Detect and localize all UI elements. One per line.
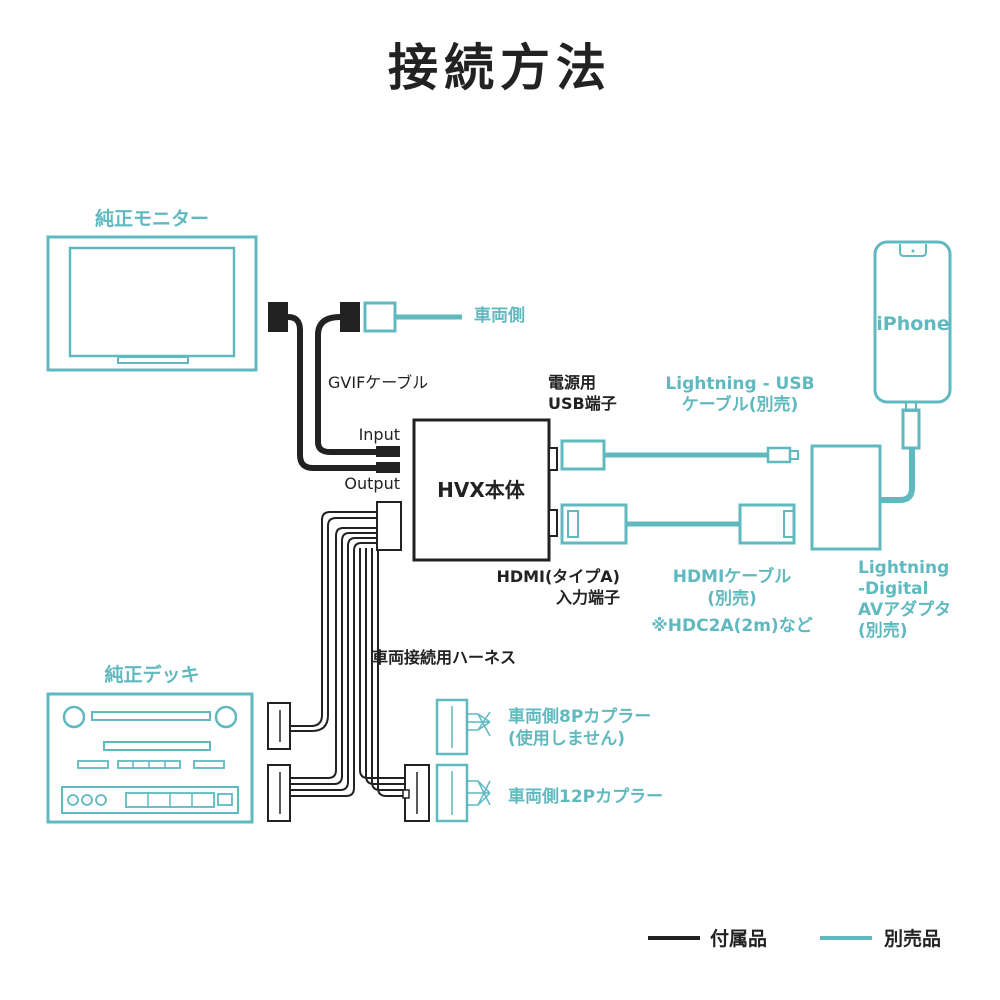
av-adapter-icon [810,401,921,551]
vehicle-side-label: 車両側 [474,305,525,326]
coupler-8p-label-line2: (使用しません) [508,728,625,749]
output-label: Output [344,474,400,493]
hvx-body-label: HVX本体 [437,478,526,502]
power-usb-label-line2: USB端子 [548,394,617,413]
monitor-icon [46,235,258,372]
harness-label: 車両接続用ハーネス [372,648,516,667]
gvif-cable [268,302,400,473]
coupler-8p-label-line1: 車両側8Pカプラー [508,706,651,727]
lightning-usb-cable [560,439,799,471]
lightning-usb-label-line1: Lightning - USB [665,374,814,394]
hdmi-port-label-line2: 入力端子 [556,588,620,607]
hvx-body-box [412,418,558,562]
page-title: 接続方法 [388,39,612,97]
hdmi-cable-label-line2: (別売) [707,588,757,609]
coupler-12p-label: 車両側12Pカプラー [508,786,663,807]
power-usb-label-line1: 電源用 [548,373,596,392]
gvif-cable-label: GVIFケーブル [328,373,428,392]
iphone-icon [873,240,952,404]
monitor-label: 純正モニター [95,207,209,230]
iphone-label: iPhone [876,313,949,335]
adapter-label-line4: (別売) [858,620,908,641]
hdmi-cable-label-line1: HDMIケーブル [673,566,792,587]
adapter-label-line3: AVアダプタ [858,599,951,620]
vehicle-side-connector [363,301,462,333]
vehicle-harness [267,501,430,822]
legend-label-included: 付属品 [710,927,767,950]
hdmi-cable [560,503,796,545]
input-label: Input [359,425,400,444]
legend: 付属品 別売品 [648,927,941,950]
deck-label: 純正デッキ [104,663,199,686]
adapter-label-line1: Lightning [858,558,949,578]
lightning-usb-label-line2: ケーブル(別売) [682,394,799,415]
deck-icon [46,692,254,824]
legend-label-sold-separately: 別売品 [884,927,941,950]
coupler-8p-icon [435,698,491,756]
coupler-12p-icon [435,763,491,823]
hdmi-cable-label-line3: ※HDC2A(2m)など [651,616,812,636]
hdmi-port-label-line1: HDMI(タイプA) [496,567,620,586]
adapter-label-line2: -Digital [858,579,928,599]
